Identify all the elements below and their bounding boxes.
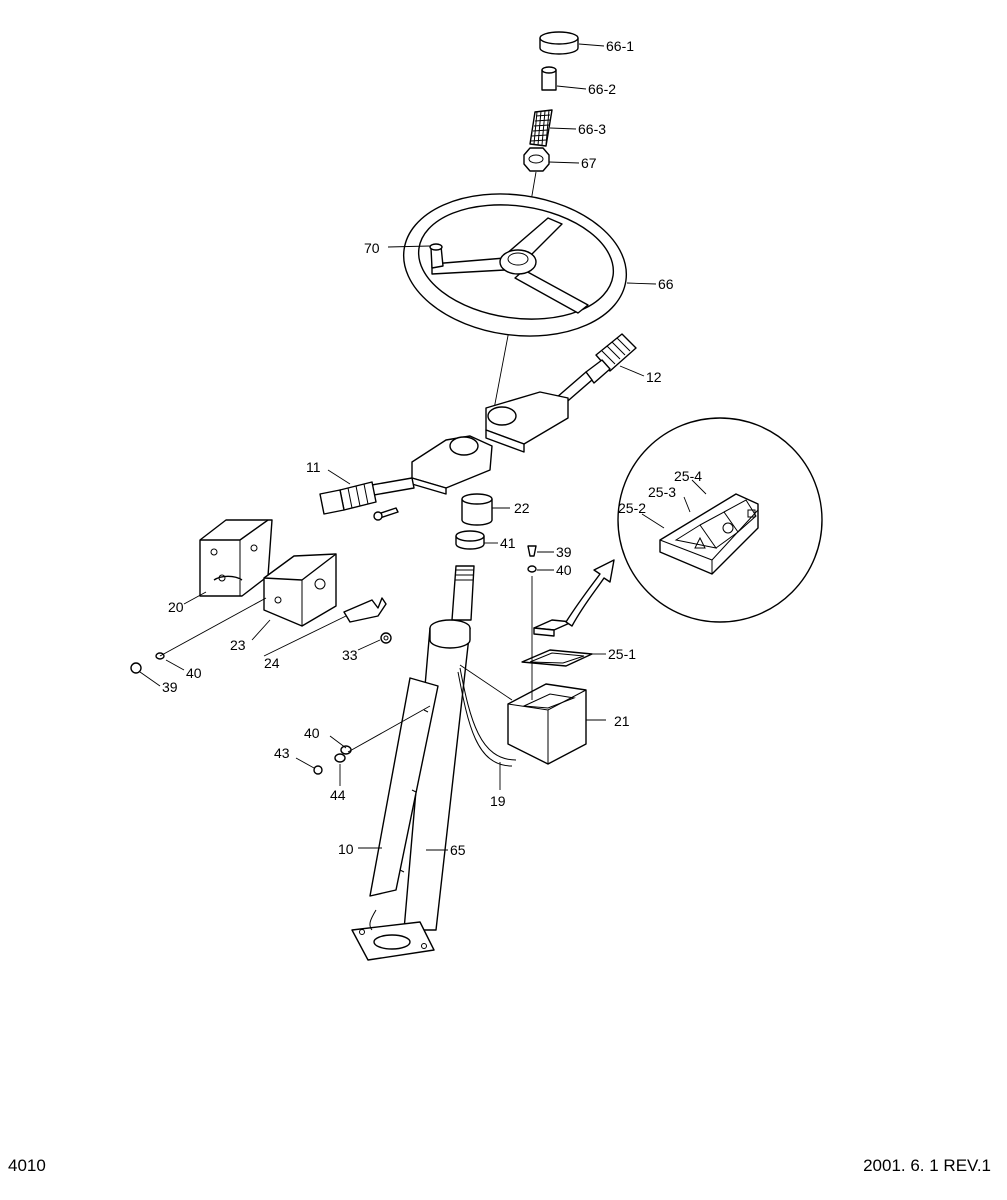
callout-40-column: 40	[304, 725, 320, 741]
steering-nut	[523, 147, 550, 172]
switch-screw	[373, 507, 399, 521]
column-base-plate	[351, 921, 435, 961]
callout-24: 24	[264, 655, 280, 671]
callout-33: 33	[342, 647, 358, 663]
callout-20: 20	[168, 599, 184, 615]
callout-65: 65	[450, 842, 466, 858]
callout-39-left: 39	[162, 679, 178, 695]
detail-arrow	[565, 559, 615, 627]
bolt-right	[527, 545, 537, 557]
screw-43	[313, 765, 323, 775]
washer-44	[334, 753, 346, 763]
callout-39-right: 39	[556, 544, 572, 560]
wire-harness	[369, 667, 517, 931]
callout-10: 10	[338, 841, 354, 857]
horn-spring	[529, 109, 553, 147]
page-number: 4010	[8, 1156, 46, 1175]
leader-lines	[139, 43, 707, 851]
bolt-left	[130, 662, 142, 674]
column-cover-plate	[369, 677, 439, 897]
callout-66-2: 66-2	[588, 81, 616, 97]
revision-date: 2001. 6. 1 REV.1	[863, 1156, 991, 1175]
washer-right	[527, 565, 537, 573]
switch-cover-bracket	[199, 519, 273, 597]
switch-panel-gasket	[521, 649, 593, 667]
callout-41: 41	[500, 535, 516, 551]
snap-ring	[455, 530, 485, 550]
callout-12: 12	[646, 369, 662, 385]
callout-66-3: 66-3	[578, 121, 606, 137]
knob-bolt	[429, 243, 444, 269]
callout-44: 44	[330, 787, 346, 803]
callout-25-2: 25-2	[618, 500, 646, 516]
callout-11: 11	[306, 459, 321, 475]
switch-housing-lower	[411, 435, 493, 495]
callout-66-1: 66-1	[606, 38, 634, 54]
washer-40-column	[340, 745, 352, 755]
callout-40-left: 40	[186, 665, 202, 681]
callout-23: 23	[230, 637, 246, 653]
callout-70: 70	[364, 240, 380, 256]
light-switch-lever	[555, 333, 637, 407]
mounting-bracket	[263, 553, 337, 627]
column-tube	[403, 619, 471, 931]
column-bushing	[461, 493, 493, 526]
detail-circle	[617, 417, 823, 623]
callout-40-right: 40	[556, 562, 572, 578]
callout-25-4: 25-4	[674, 468, 702, 484]
callout-21: 21	[614, 713, 630, 729]
steering-shaft	[451, 565, 475, 621]
callout-67: 67	[581, 155, 597, 171]
steering-wheel	[402, 193, 628, 337]
turn-signal-lever	[319, 477, 415, 515]
harness-clamp	[343, 597, 387, 623]
callout-25-3: 25-3	[648, 484, 676, 500]
horn-cap	[539, 31, 579, 55]
switch-box	[507, 683, 587, 765]
switch-housing-upper	[485, 391, 569, 453]
callout-43: 43	[274, 745, 290, 761]
callout-25-1: 25-1	[608, 646, 636, 662]
hex-nut	[380, 632, 392, 644]
horn-contact	[541, 66, 557, 91]
callout-66: 66	[658, 276, 674, 292]
callout-22: 22	[514, 500, 530, 516]
callout-19: 19	[490, 793, 506, 809]
